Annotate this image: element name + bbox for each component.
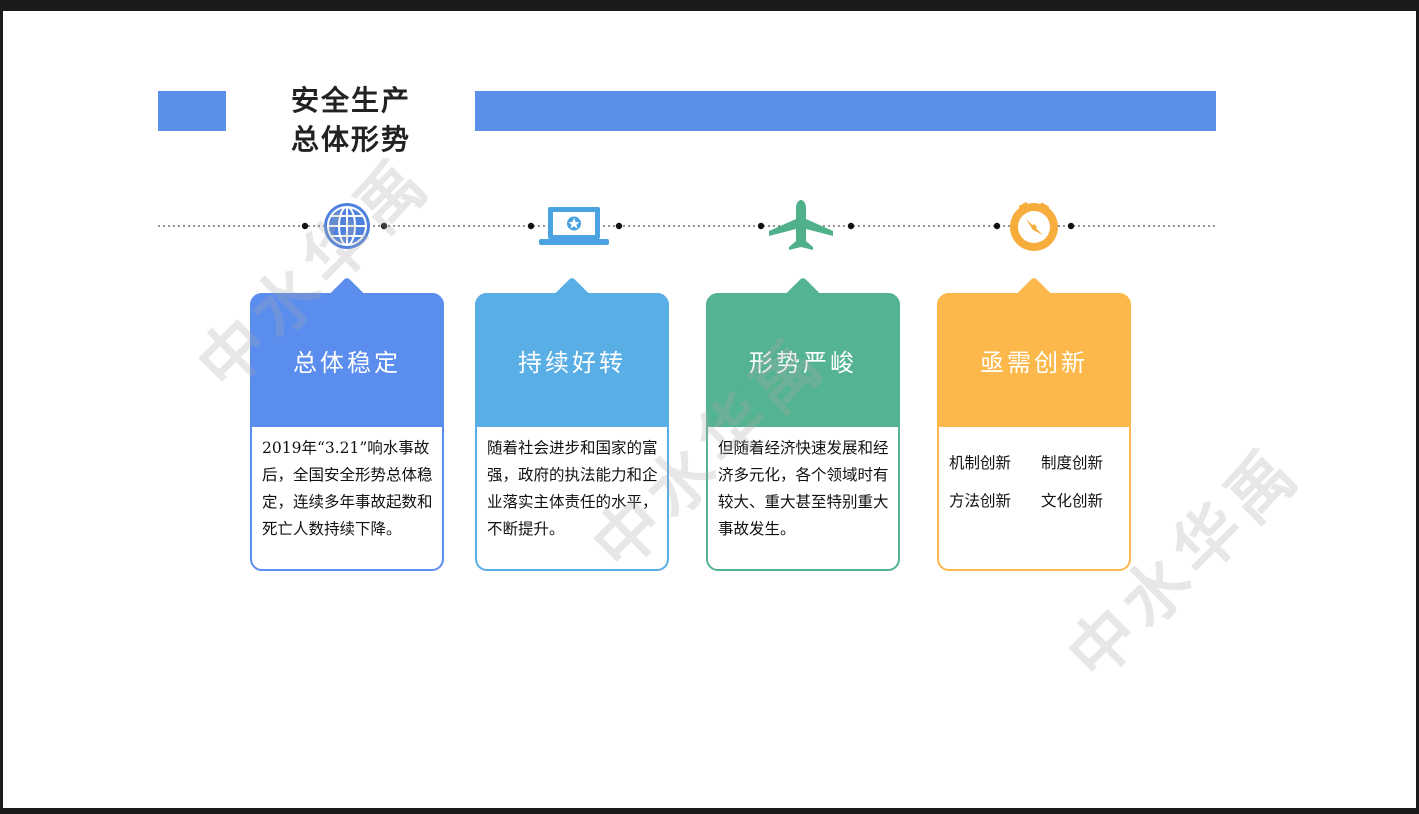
innovation-list: 机制创新 制度创新 方法创新 文化创新 (949, 449, 1125, 515)
globe-icon (324, 203, 370, 249)
card-text: 2019年“3.21”响水事故后，全国安全形势总体稳定，连续多年事故起数和死亡人… (262, 439, 433, 538)
card-text: 但随着经济快速发展和经济多元化，各个领域时有较大、重大甚至特别重大事故发生。 (718, 439, 889, 538)
innovation-item: 机制创新 (949, 454, 1012, 472)
card-heading: 持续好转 (475, 293, 669, 427)
laptop-star-icon (539, 207, 609, 245)
innovation-item: 方法创新 (949, 492, 1012, 510)
card-heading: 形势严峻 (706, 293, 900, 427)
card-text: 随着社会进步和国家的富强，政府的执法能力和企业落实主体责任的水平，不断提升。 (487, 439, 658, 538)
page-title: 安全生产 总体形势 (291, 81, 411, 159)
timeline (158, 200, 1216, 251)
header-accent-bar-left (158, 91, 226, 131)
card-severe-situation: 形势严峻 但随着经济快速发展和经济多元化，各个领域时有较大、重大甚至特别重大事故… (706, 276, 900, 571)
card-continuous-improvement: 持续好转 随着社会进步和国家的富强，政府的执法能力和企业落实主体责任的水平，不断… (475, 276, 669, 571)
title-line-1: 安全生产 (291, 84, 412, 117)
title-line-2: 总体形势 (291, 123, 412, 156)
card-heading: 亟需创新 (937, 293, 1131, 427)
card-overall-stable: 总体稳定 2019年“3.21”响水事故后，全国安全形势总体稳定，连续多年事故起… (250, 276, 444, 571)
compass-icon (1010, 202, 1058, 251)
innovation-item: 制度创新 (1041, 454, 1104, 472)
slide: 安全生产 总体形势 (3, 11, 1416, 808)
header-accent-bar-right (475, 91, 1216, 131)
innovation-item: 文化创新 (1041, 492, 1104, 510)
airplane-icon (769, 200, 833, 250)
card-heading: 总体稳定 (250, 293, 444, 427)
card-urgent-innovation: 亟需创新 机制创新 制度创新 方法创新 文化创新 (937, 276, 1131, 571)
